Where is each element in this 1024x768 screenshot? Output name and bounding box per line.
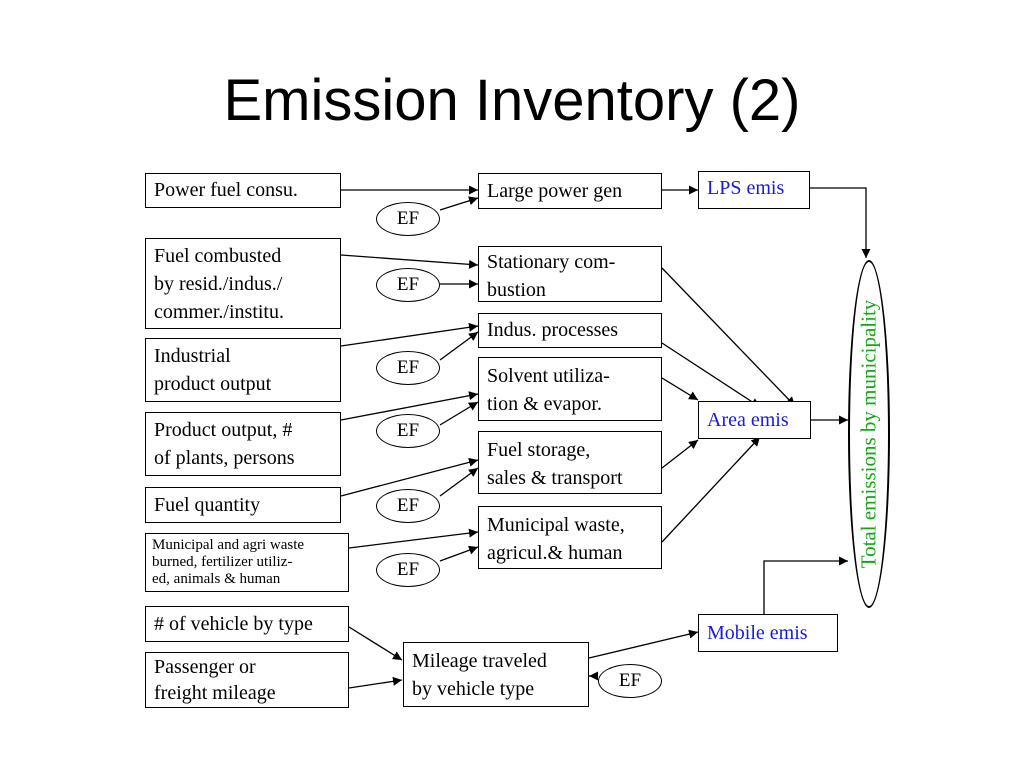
total-emissions-ellipse	[848, 260, 890, 608]
input-vehicle-count-text: # of vehicle by type	[154, 613, 313, 635]
ef-ellipse-1: EF	[376, 202, 440, 236]
ef-ellipse-2: EF	[376, 268, 440, 302]
arrow-storage-to-area	[661, 439, 699, 469]
arrow-product-to-solvent	[340, 391, 479, 421]
ef-ellipse-6: EF	[376, 553, 440, 587]
process-large-power: Large power gen	[478, 173, 662, 209]
arrow-municipal-to-waste	[348, 528, 479, 549]
arrow-fuel-to-stationary	[340, 254, 479, 269]
input-municipal-agri-line-3: ed, animals & human	[152, 571, 281, 587]
ef-ellipse-7: EF	[598, 664, 662, 698]
process-municipal-waste: Municipal waste, agricul.& human	[478, 506, 662, 569]
input-vehicle-count: # of vehicle by type	[145, 606, 349, 642]
arrow-mobile-to-total	[763, 556, 848, 616]
output-area-emis: Area emis	[698, 401, 811, 439]
arrow-stationary-to-area	[661, 267, 796, 407]
input-power-fuel: Power fuel consu.	[145, 173, 341, 208]
output-mobile-emis-text: Mobile emis	[707, 622, 808, 644]
process-mileage-line-2: by vehicle type	[412, 678, 535, 700]
arrow-ef-to-indus	[439, 331, 479, 361]
input-fuel-combusted: Fuel combusted by resid./indus./ commer.…	[145, 238, 341, 329]
process-indus-text: Indus. processes	[487, 319, 619, 341]
process-municipal-waste-line-2: agricul.& human	[487, 542, 623, 564]
ef-ellipse-3: EF	[376, 351, 440, 385]
arrow-lps-to-total	[810, 187, 871, 258]
input-municipal-agri: Municipal and agri waste burned, fertili…	[145, 533, 349, 592]
input-product-output-line-2: of plants, persons	[154, 447, 295, 469]
process-large-power-text: Large power gen	[487, 180, 623, 202]
output-lps-emis-text: LPS emis	[707, 177, 785, 199]
process-solvent: Solvent utiliza- tion & evapor.	[478, 357, 662, 421]
input-passenger-mileage: Passenger or freight mileage	[145, 652, 349, 708]
input-fuel-combusted-line-1: Fuel combusted	[154, 245, 282, 267]
arrow-waste-to-area	[661, 436, 761, 543]
output-area-emis-text: Area emis	[707, 409, 789, 431]
process-mileage: Mileage traveled by vehicle type	[403, 642, 589, 707]
process-indus: Indus. processes	[478, 313, 662, 348]
output-lps-emis: LPS emis	[698, 171, 810, 209]
process-stationary-line-2: bustion	[487, 279, 546, 301]
total-emissions-label: Total emissions by municipality	[856, 299, 881, 569]
input-passenger-mileage-line-2: freight mileage	[154, 682, 276, 704]
process-stationary: Stationary com- bustion	[478, 246, 662, 302]
process-municipal-waste-line-1: Municipal waste,	[487, 514, 625, 536]
arrow-mileage-to-mobile	[588, 629, 699, 659]
arrow-passenger-to-mileage	[348, 676, 403, 689]
input-power-fuel-text: Power fuel consu.	[154, 179, 298, 201]
input-fuel-combusted-line-3: commer./institu.	[154, 301, 284, 323]
process-fuel-storage-line-1: Fuel storage,	[487, 439, 591, 461]
arrow-indus-to-area	[661, 342, 761, 408]
arrow-solvent-to-area	[661, 377, 699, 401]
input-municipal-agri-line-1: Municipal and agri waste	[152, 537, 305, 553]
ef-ellipse-5: EF	[376, 489, 440, 523]
input-fuel-quantity: Fuel quantity	[145, 487, 341, 523]
arrow-ef-to-large	[439, 196, 479, 211]
input-fuel-quantity-text: Fuel quantity	[154, 494, 261, 516]
arrow-ef-to-solvent	[439, 401, 479, 426]
process-stationary-line-1: Stationary com-	[487, 251, 616, 273]
input-fuel-combusted-line-2: by resid./indus./	[154, 273, 283, 295]
input-passenger-mileage-line-1: Passenger or	[154, 656, 256, 678]
arrow-ef-to-waste	[439, 545, 479, 562]
input-industrial-output: Industrial product output	[145, 338, 341, 402]
arrow-industrial-to-indus	[340, 322, 479, 347]
process-solvent-line-2: tion & evapor.	[487, 393, 602, 415]
ef-ellipse-4: EF	[376, 414, 440, 448]
process-fuel-storage: Fuel storage, sales & transport	[478, 431, 662, 494]
arrow-ef-to-storage	[439, 467, 479, 497]
input-product-output-line-1: Product output, #	[154, 419, 293, 441]
arrow-vehicle-to-mileage	[348, 626, 403, 661]
output-mobile-emis: Mobile emis	[698, 614, 838, 652]
input-product-output: Product output, # of plants, persons	[145, 412, 341, 476]
process-mileage-line-1: Mileage traveled	[412, 650, 547, 672]
process-solvent-line-1: Solvent utiliza-	[487, 365, 610, 387]
input-industrial-output-line-1: Industrial	[154, 345, 231, 367]
process-fuel-storage-line-2: sales & transport	[487, 467, 623, 489]
slide-title: Emission Inventory (2)	[223, 68, 801, 133]
arrow-fuelqty-to-storage	[340, 457, 479, 497]
input-municipal-agri-line-2: burned, fertilizer utiliz-	[152, 554, 293, 570]
input-industrial-output-line-2: product output	[154, 373, 272, 395]
